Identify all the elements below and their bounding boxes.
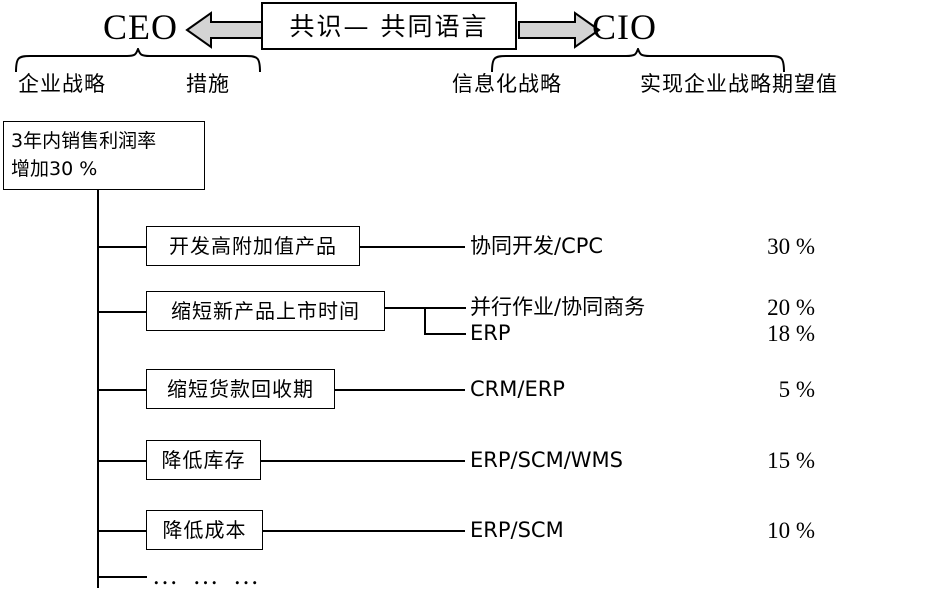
row-2-branch-line-2 <box>424 333 466 335</box>
pct-label-2-1: 20 % <box>767 295 815 320</box>
row-4-connector-line <box>261 460 465 462</box>
row-5-connector-line <box>263 530 465 532</box>
tech-label-3-1: CRM/ERP <box>470 377 565 401</box>
goal-box: 3年内销售利润率 增加30 % <box>3 121 205 190</box>
measure-box-2: 缩短新产品上市时间 <box>146 291 385 331</box>
row-2-branch-line-1 <box>424 307 466 309</box>
row-3-connector-line <box>335 389 465 391</box>
measure-label-3: 缩短货款回收期 <box>167 377 314 401</box>
goal-line-2: 增加30 % <box>11 158 98 180</box>
more-row-stub-line <box>97 576 147 578</box>
tech-label-1-1: 协同开发/CPC <box>470 234 604 258</box>
row-1-stub-line <box>97 246 147 248</box>
tech-label-5-1: ERP/SCM <box>470 518 564 542</box>
right-brace-icon <box>490 48 786 74</box>
more-row-dots: … … … <box>152 561 263 590</box>
right-brace-caption-1: 信息化战略 <box>452 72 562 96</box>
measure-label-4: 降低库存 <box>161 448 246 472</box>
left-brace-caption-2: 措施 <box>186 72 230 96</box>
measure-label-5: 降低成本 <box>162 518 247 542</box>
measure-label-1: 开发高附加值产品 <box>169 234 337 258</box>
row-3-stub-line <box>97 389 147 391</box>
row-1-connector-line <box>360 246 465 248</box>
arrow-right-icon <box>517 10 601 50</box>
left-brace-icon <box>14 48 262 74</box>
row-4-stub-line <box>97 460 147 462</box>
consensus-text: 共识— 共同语言 <box>289 11 489 41</box>
tech-label-2-2: ERP <box>470 321 511 345</box>
measure-label-2: 缩短新产品上市时间 <box>171 299 360 323</box>
tech-label-4-1: ERP/SCM/WMS <box>470 448 623 472</box>
pct-label-3-1: 5 % <box>778 377 815 402</box>
consensus-box: 共识— 共同语言 <box>261 2 517 50</box>
arrow-left-icon <box>185 10 269 50</box>
pct-label-5-1: 10 % <box>767 518 815 543</box>
right-brace-caption-2: 实现企业战略期望值 <box>640 72 838 96</box>
pct-label-1-1: 30 % <box>767 234 815 259</box>
left-brace-caption-1: 企业战略 <box>18 72 106 96</box>
pct-label-4-1: 15 % <box>767 448 815 473</box>
row-2-fork-vertical <box>424 307 426 334</box>
measure-box-5: 降低成本 <box>146 510 263 550</box>
ceo-label: CEO <box>103 7 178 47</box>
goal-line-1: 3年内销售利润率 <box>11 130 157 152</box>
row-2-connector-line <box>385 307 425 309</box>
row-2-stub-line <box>97 311 147 313</box>
tech-label-2-1: 并行作业/协同商务 <box>470 295 646 319</box>
measure-box-1: 开发高附加值产品 <box>146 226 360 266</box>
row-5-stub-line <box>97 530 147 532</box>
cio-label: CIO <box>592 7 657 47</box>
pct-label-2-2: 18 % <box>767 321 815 346</box>
measure-box-3: 缩短货款回收期 <box>146 369 335 409</box>
measure-box-4: 降低库存 <box>146 440 261 480</box>
